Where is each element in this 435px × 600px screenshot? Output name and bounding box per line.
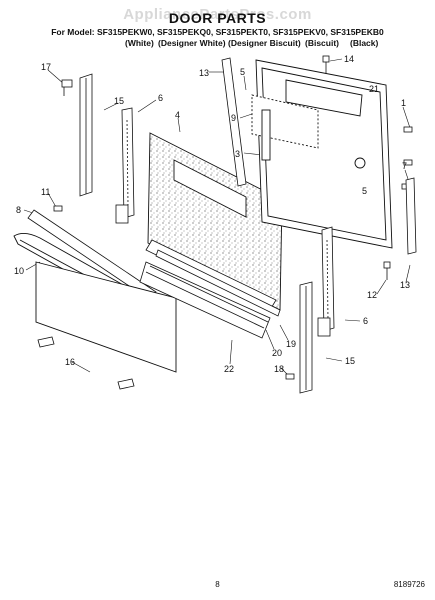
part-21-inner-door <box>251 59 393 249</box>
callout-7: 7 <box>402 161 407 171</box>
callout-5-top: 5 <box>240 67 245 77</box>
part-13-right-strip <box>405 177 417 255</box>
callout-13-left: 13 <box>199 68 209 78</box>
model-list: For Model: SF315PEKW0, SF315PEKQ0, SF315… <box>51 27 384 37</box>
page-title: DOOR PARTS <box>168 10 267 26</box>
part-6-left-hinge <box>115 107 135 224</box>
callout-6-right: 6 <box>363 316 368 326</box>
callout-21: 21 <box>369 84 379 94</box>
part-6-right-hinge <box>317 226 335 337</box>
callout-10: 10 <box>14 266 24 276</box>
part-1-screw <box>403 126 413 166</box>
callout-5-right: 5 <box>362 186 367 196</box>
part-11-screw <box>53 205 63 212</box>
watermark: AppliancePartsPros.com <box>123 6 312 23</box>
callout-22: 22 <box>224 364 234 374</box>
page-number: 8 <box>215 580 220 589</box>
document-number: 8189726 <box>393 580 425 589</box>
callout-17: 17 <box>41 62 51 72</box>
callout-3: 3 <box>235 149 240 159</box>
callout-11: 11 <box>41 187 50 197</box>
part-12-screw <box>383 261 391 280</box>
part-18-screw <box>285 373 295 380</box>
part-16-brackets <box>37 336 135 390</box>
part-15-left-channel <box>79 73 93 197</box>
part-17-screw <box>61 79 73 96</box>
callout-12: 12 <box>367 290 377 300</box>
callout-15-left: 15 <box>114 96 124 106</box>
callout-18: 18 <box>274 364 284 374</box>
callout-labels: 17 15 6 4 13 5 14 21 1 9 3 7 5 11 8 10 1… <box>14 54 410 374</box>
color-label-designer-biscuit: (Designer Biscuit) <box>228 38 301 48</box>
part-14-screw <box>322 55 330 74</box>
part-20-vent <box>155 249 281 317</box>
callout-14: 14 <box>344 54 354 64</box>
callout-8: 8 <box>16 205 21 215</box>
callout-20: 20 <box>272 348 282 358</box>
callout-19: 19 <box>286 339 296 349</box>
callout-1: 1 <box>401 98 406 108</box>
color-label-designer-white: (Designer White) <box>158 38 226 48</box>
outer-door-panel <box>35 261 177 373</box>
callout-13-right: 13 <box>400 280 410 290</box>
color-label-white: (White) <box>125 38 154 48</box>
callout-15-right: 15 <box>345 356 355 366</box>
color-label-biscuit: (Biscuit) <box>305 38 339 48</box>
part-13-left-strip <box>221 57 247 187</box>
callout-16: 16 <box>65 357 75 367</box>
part-15-right-channel <box>299 281 313 394</box>
callout-6-left: 6 <box>158 93 163 103</box>
part-22-bottom-trim <box>139 261 271 339</box>
callout-9: 9 <box>231 113 236 123</box>
callout-4: 4 <box>175 110 180 120</box>
color-label-black: (Black) <box>350 38 379 48</box>
